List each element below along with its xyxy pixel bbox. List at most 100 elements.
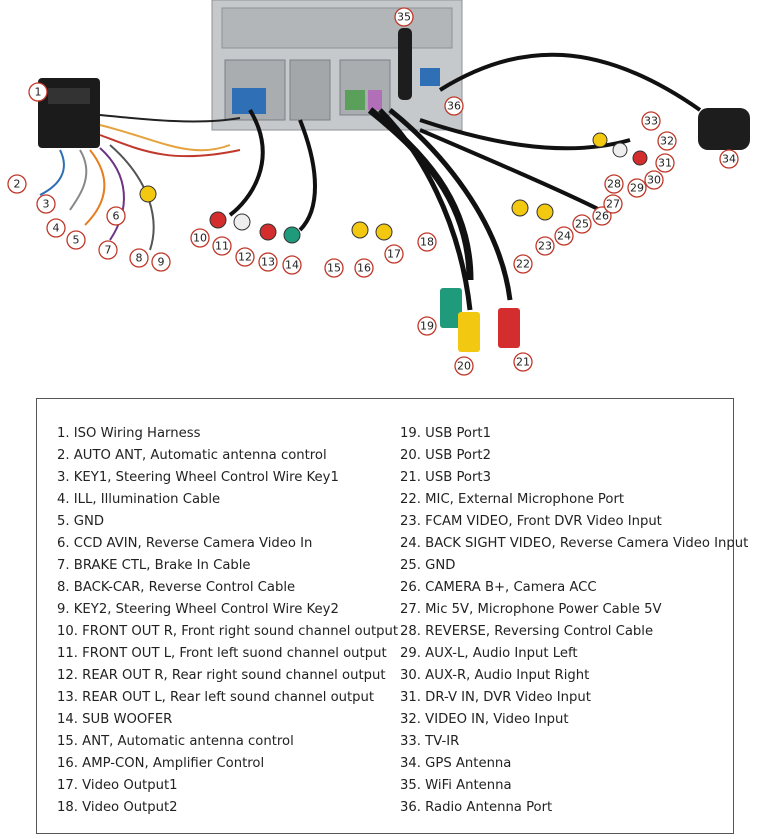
- callout-8: 8: [129, 248, 149, 268]
- legend-item-number: 24.: [400, 536, 421, 551]
- legend-item-number: 9.: [57, 602, 70, 617]
- legend-item: 21. USB Port3: [400, 467, 748, 489]
- legend-item-number: 15.: [57, 734, 78, 749]
- callout-number: 26: [595, 210, 609, 223]
- callout-20: 20: [454, 356, 474, 376]
- legend-item-text: KEY1, Steering Wheel Control Wire Key1: [69, 470, 339, 485]
- legend-item: 36. Radio Antenna Port: [400, 797, 748, 819]
- callout-number: 17: [387, 248, 401, 261]
- callout-number: 32: [660, 135, 674, 148]
- legend-item: 15. ANT, Automatic antenna control: [57, 731, 398, 753]
- legend-item-number: 8.: [57, 580, 70, 595]
- legend-item-text: USB Port2: [420, 448, 491, 463]
- legend-item: 27. Mic 5V, Microphone Power Cable 5V: [400, 599, 748, 621]
- callout-4: 4: [46, 218, 66, 238]
- legend-item: 34. GPS Antenna: [400, 753, 748, 775]
- callout-23: 23: [535, 236, 555, 256]
- iso-harness-connector: [38, 78, 100, 148]
- callout-circle: [384, 244, 404, 264]
- legend-item-text: AMP-CON, Amplifier Control: [77, 756, 265, 771]
- callout-16: 16: [354, 258, 374, 278]
- callout-number: 14: [285, 259, 299, 272]
- callout-34: 34: [719, 149, 739, 169]
- callout-circle: [36, 194, 56, 214]
- legend-item-text: DR-V IN, DVR Video Input: [420, 690, 591, 705]
- callout-circle: [641, 111, 661, 131]
- legend-item-number: 6.: [57, 536, 70, 551]
- callout-circle: [627, 178, 647, 198]
- callout-12: 12: [235, 247, 255, 267]
- callout-25: 25: [572, 214, 592, 234]
- legend-item: 18. Video Output2: [57, 797, 398, 819]
- callout-number: 25: [575, 218, 589, 231]
- legend-item-number: 1.: [57, 426, 70, 441]
- legend-item-number: 7.: [57, 558, 70, 573]
- callout-number: 23: [538, 240, 552, 253]
- legend-item-text: BRAKE CTL, Brake In Cable: [69, 558, 251, 573]
- legend-item: 25. GND: [400, 555, 748, 577]
- legend-item-number: 20.: [400, 448, 421, 463]
- usb-plugs: [440, 288, 520, 352]
- legend-item-number: 21.: [400, 470, 421, 485]
- legend-item: 17. Video Output1: [57, 775, 398, 797]
- callout-number: 22: [516, 258, 530, 271]
- callout-number: 34: [722, 153, 736, 166]
- legend-item-text: BACK-CAR, Reverse Control Cable: [69, 580, 296, 595]
- callout-33: 33: [641, 111, 661, 131]
- legend-item: 20. USB Port2: [400, 445, 748, 467]
- legend-item: 28. REVERSE, Reversing Control Cable: [400, 621, 748, 643]
- callout-circle: [535, 236, 555, 256]
- legend-item-text: Video Output2: [77, 800, 178, 815]
- legend-item-text: Video Output1: [77, 778, 178, 793]
- legend-item-text: GND: [420, 558, 456, 573]
- legend-item: 31. DR-V IN, DVR Video Input: [400, 687, 748, 709]
- legend-item-number: 23.: [400, 514, 421, 529]
- callout-number: 27: [606, 198, 620, 211]
- callout-circle: [235, 247, 255, 267]
- legend-item-number: 12.: [57, 668, 78, 683]
- legend-item-text: REVERSE, Reversing Control Cable: [420, 624, 654, 639]
- legend-item: 24. BACK SIGHT VIDEO, Reverse Camera Vid…: [400, 533, 748, 555]
- callout-circle: [7, 174, 27, 194]
- legend-item-number: 5.: [57, 514, 70, 529]
- callout-number: 6: [113, 210, 120, 223]
- legend-item-text: SUB WOOFER: [77, 712, 173, 727]
- callout-number: 5: [73, 234, 80, 247]
- callout-circle: [572, 214, 592, 234]
- legend-item: 26. CAMERA B+, Camera ACC: [400, 577, 748, 599]
- legend-item-number: 36.: [400, 800, 421, 815]
- legend-item: 3. KEY1, Steering Wheel Control Wire Key…: [57, 467, 398, 489]
- legend-item-text: ISO Wiring Harness: [69, 426, 201, 441]
- callout-circle: [603, 194, 623, 214]
- legend-item-text: VIDEO IN, Video Input: [420, 712, 569, 727]
- legend-item: 13. REAR OUT L, Rear left sound channel …: [57, 687, 398, 709]
- legend-item-text: CAMERA B+, Camera ACC: [420, 580, 597, 595]
- legend-item-number: 29.: [400, 646, 421, 661]
- legend-item-number: 26.: [400, 580, 421, 595]
- callout-number: 13: [261, 256, 275, 269]
- callout-3: 3: [36, 194, 56, 214]
- callout-number: 28: [607, 178, 621, 191]
- callout-circle: [212, 236, 232, 256]
- callout-number: 4: [53, 222, 60, 235]
- callout-35: 35: [394, 7, 414, 27]
- callout-24: 24: [554, 226, 574, 246]
- callout-number: 11: [215, 240, 229, 253]
- legend-item-number: 31.: [400, 690, 421, 705]
- legend-item: 33. TV-IR: [400, 731, 748, 753]
- legend-item: 32. VIDEO IN, Video Input: [400, 709, 748, 731]
- callout-circle: [655, 153, 675, 173]
- legend-item-text: AUX-L, Audio Input Left: [420, 646, 578, 661]
- callout-31: 31: [655, 153, 675, 173]
- legend-item-text: GND: [69, 514, 105, 529]
- callout-circle: [657, 131, 677, 151]
- legend-item-number: 13.: [57, 690, 78, 705]
- callout-circle: [554, 226, 574, 246]
- callout-29: 29: [627, 178, 647, 198]
- callout-number: 29: [630, 182, 644, 195]
- callout-number: 30: [647, 174, 661, 187]
- callout-27: 27: [603, 194, 623, 214]
- callout-30: 30: [644, 170, 664, 190]
